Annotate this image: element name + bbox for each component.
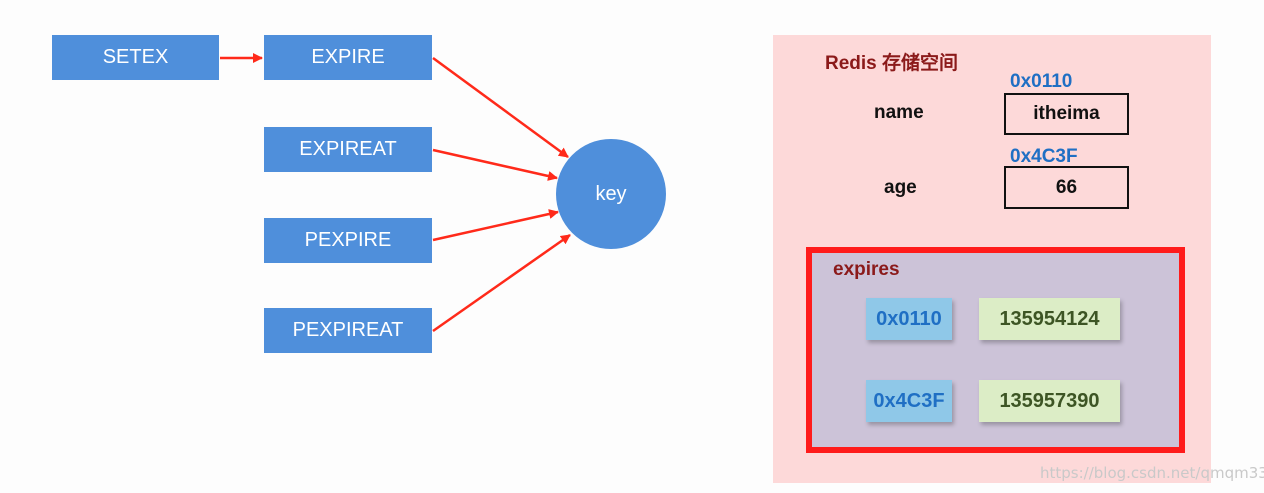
- pexpireat-box: PEXPIREAT: [264, 308, 432, 353]
- arrow-pexpireat-to-key: [432, 233, 571, 333]
- expireat-box: EXPIREAT: [264, 127, 432, 172]
- expireat-label: EXPIREAT: [299, 138, 397, 160]
- age-field: age: [884, 177, 917, 198]
- expires-timestamp-1: 135954124: [979, 298, 1120, 340]
- expires-address-2-label: 0x4C3F: [873, 389, 945, 412]
- expires-timestamp-2: 135957390: [979, 380, 1120, 422]
- expire-label: EXPIRE: [311, 46, 385, 68]
- storage-title: Redis 存储空间: [825, 53, 959, 74]
- name-value-box: itheima: [1004, 93, 1129, 135]
- name-field: name: [874, 102, 924, 123]
- setex-box: SETEX: [52, 35, 219, 80]
- expires-timestamp-2-label: 135957390: [999, 389, 1100, 412]
- age-address: 0x4C3F: [1010, 146, 1078, 167]
- name-value: itheima: [1033, 103, 1100, 124]
- expires-address-1-label: 0x0110: [876, 307, 942, 330]
- arrow-expire-to-key: [432, 56, 569, 159]
- age-value: 66: [1055, 176, 1078, 198]
- pexpire-box: PEXPIRE: [264, 218, 432, 263]
- expires-address-2: 0x4C3F: [866, 380, 952, 422]
- expires-address-1: 0x0110: [866, 298, 952, 340]
- name-address: 0x0110: [1010, 71, 1073, 92]
- expires-timestamp-1-label: 135954124: [999, 307, 1100, 330]
- arrow-expireat-to-key: [432, 148, 558, 181]
- expire-box: EXPIRE: [264, 35, 432, 80]
- key-node: key: [556, 139, 666, 249]
- pexpireat-label: PEXPIREAT: [292, 319, 404, 341]
- setex-label: SETEX: [102, 46, 169, 68]
- pexpire-label: PEXPIRE: [304, 229, 392, 251]
- arrow-pexpire-to-key: [432, 209, 559, 242]
- expires-title: expires: [833, 259, 900, 280]
- key-label: key: [595, 182, 627, 205]
- age-value-box: 66: [1004, 166, 1129, 209]
- watermark: https://blog.csdn.net/qmqm33: [1040, 464, 1264, 482]
- expires-box: [806, 247, 1185, 453]
